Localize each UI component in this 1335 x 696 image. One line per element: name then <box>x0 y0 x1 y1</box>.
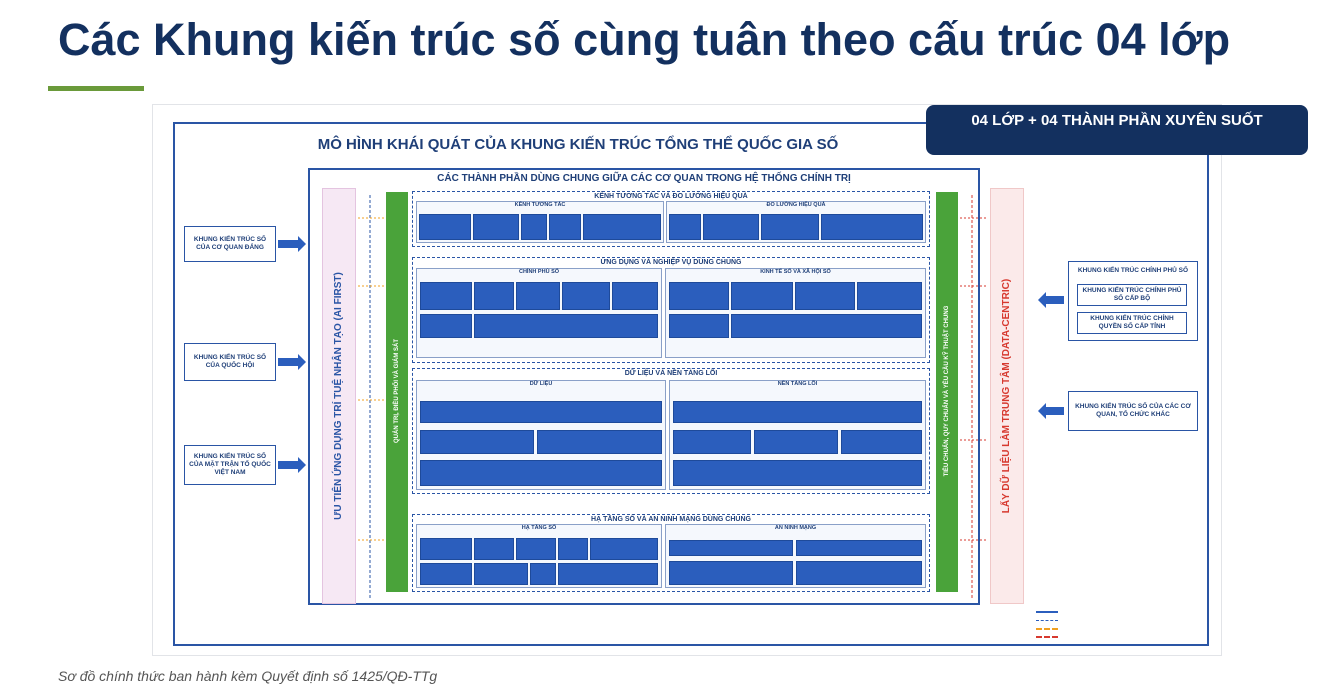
channel-box <box>583 214 661 240</box>
channel-box <box>419 214 471 240</box>
gov-app-box <box>420 314 472 338</box>
core-box <box>673 430 751 454</box>
security-box <box>796 561 922 585</box>
other-organizations-architecture-box: KHUNG KIẾN TRÚC SỐ CỦA CÁC CƠ QUAN, TỔ C… <box>1068 391 1198 431</box>
infrastructure-sub-label: HẠ TẦNG SỐ <box>521 525 557 531</box>
data-centric-panel <box>990 188 1024 604</box>
digital-government-group-title: KHUNG KIẾN TRÚC CHÍNH PHỦ SỐ <box>1077 267 1189 274</box>
cybersecurity-sub-label: AN NINH MẠNG <box>774 525 817 531</box>
ai-first-panel <box>322 188 356 604</box>
data-box <box>420 430 534 454</box>
security-box <box>669 561 793 585</box>
core-box <box>673 401 922 423</box>
diagram-outer-frame <box>173 122 1209 646</box>
layer-data-core <box>412 368 930 494</box>
infra-box <box>558 538 588 560</box>
metric-box <box>821 214 923 240</box>
fatherland-front-architecture-box: KHUNG KIẾN TRÚC SỐ CỦA MẶT TRẬN TỔ QUỐC … <box>184 445 276 485</box>
metric-box <box>761 214 819 240</box>
legend-line-dashed <box>1036 620 1058 621</box>
digital-economy-sub-label: KINH TẾ SỐ VÀ XÃ HỘI SỐ <box>760 269 831 275</box>
ministry-architecture-box: KHUNG KIẾN TRÚC CHÍNH PHỦ SỐ CẤP BỘ <box>1077 284 1187 306</box>
layer-infrastructure-label: HẠ TẦNG SỐ VÀ AN NINH MẠNG DÙNG CHUNG <box>591 516 751 523</box>
core-box <box>841 430 922 454</box>
channels-sub-label: KÊNH TƯƠNG TÁC <box>514 202 566 208</box>
layer-data-core-label: DỮ LIỆU VÀ NỀN TẢNG LÕI <box>624 370 718 377</box>
metric-box <box>703 214 759 240</box>
diagram-title: MÔ HÌNH KHÁI QUÁT CỦA KHUNG KIẾN TRÚC TỔ… <box>317 136 839 153</box>
figure-caption: Sơ đồ chính thức ban hành kèm Quyết định… <box>58 668 438 684</box>
gov-app-box <box>562 282 610 310</box>
gov-app-box <box>474 314 658 338</box>
metrics-sub-label: ĐO LƯỜNG HIỆU QUẢ <box>766 202 826 208</box>
layer-applications <box>412 257 930 363</box>
economy-app-box <box>731 314 922 338</box>
standards-panel <box>936 192 958 592</box>
core-platform-sub-label: NỀN TẢNG LÕI <box>777 381 818 387</box>
channel-box <box>473 214 519 240</box>
infra-box <box>530 563 556 585</box>
infra-box <box>474 538 514 560</box>
infra-box <box>420 563 472 585</box>
economy-app-box <box>795 282 855 310</box>
layer-infrastructure <box>412 514 930 592</box>
layer-applications-label: ỨNG DỤNG VÀ NGHIỆP VỤ DÙNG CHUNG <box>600 259 742 266</box>
other-organizations-arrow <box>1038 403 1064 419</box>
layer-channels <box>412 191 930 247</box>
security-box <box>796 540 922 556</box>
layers-badge: 04 LỚP + 04 THÀNH PHẦN XUYÊN SUỐT <box>926 105 1308 155</box>
province-architecture-box: KHUNG KIẾN TRÚC CHÍNH QUYỀN SỐ CẤP TỈNH <box>1077 312 1187 334</box>
shared-components-frame <box>308 168 980 605</box>
security-box <box>669 540 793 556</box>
layer-channels-label: KÊNH TƯƠNG TÁC VÀ ĐO LƯỜNG HIỆU QUẢ <box>594 193 748 200</box>
channel-box <box>521 214 547 240</box>
data-box <box>420 460 662 486</box>
core-box <box>754 430 838 454</box>
legend-line-orange <box>1036 628 1058 630</box>
economy-app-box <box>857 282 922 310</box>
economy-app-box <box>731 282 793 310</box>
core-box <box>673 460 922 486</box>
national-assembly-architecture-box: KHUNG KIẾN TRÚC SỐ CỦA QUỐC HỘI <box>184 343 276 381</box>
gov-app-box <box>420 282 472 310</box>
gov-app-box <box>612 282 658 310</box>
digital-government-arrow <box>1038 292 1064 308</box>
data-box <box>420 401 662 423</box>
gov-app-box <box>516 282 560 310</box>
economy-app-box <box>669 314 729 338</box>
channel-box <box>549 214 581 240</box>
fatherland-front-arrow <box>278 457 306 473</box>
infra-box <box>474 563 528 585</box>
metric-box <box>669 214 701 240</box>
national-assembly-arrow <box>278 354 306 370</box>
infra-box <box>516 538 556 560</box>
data-sub-label: DỮ LIỆU <box>529 381 553 387</box>
slide-title: Các Khung kiến trúc số cùng tuân theo cấ… <box>58 14 1231 65</box>
digital-gov-sub-label: CHÍNH PHỦ SỐ <box>518 269 560 275</box>
infra-box <box>558 563 658 585</box>
infra-box <box>590 538 658 560</box>
governance-panel <box>386 192 408 592</box>
shared-components-title: CÁC THÀNH PHẦN DÙNG CHUNG GIỮA CÁC CƠ QU… <box>437 173 851 184</box>
party-architecture-box: KHUNG KIẾN TRÚC SỐ CỦA CƠ QUAN ĐẢNG <box>184 226 276 262</box>
infra-box <box>420 538 472 560</box>
legend-line-red <box>1036 636 1058 638</box>
gov-app-box <box>474 282 514 310</box>
legend-line-blue <box>1036 611 1058 613</box>
data-box <box>537 430 662 454</box>
title-underline <box>48 86 144 91</box>
party-arrow <box>278 236 306 252</box>
economy-app-box <box>669 282 729 310</box>
